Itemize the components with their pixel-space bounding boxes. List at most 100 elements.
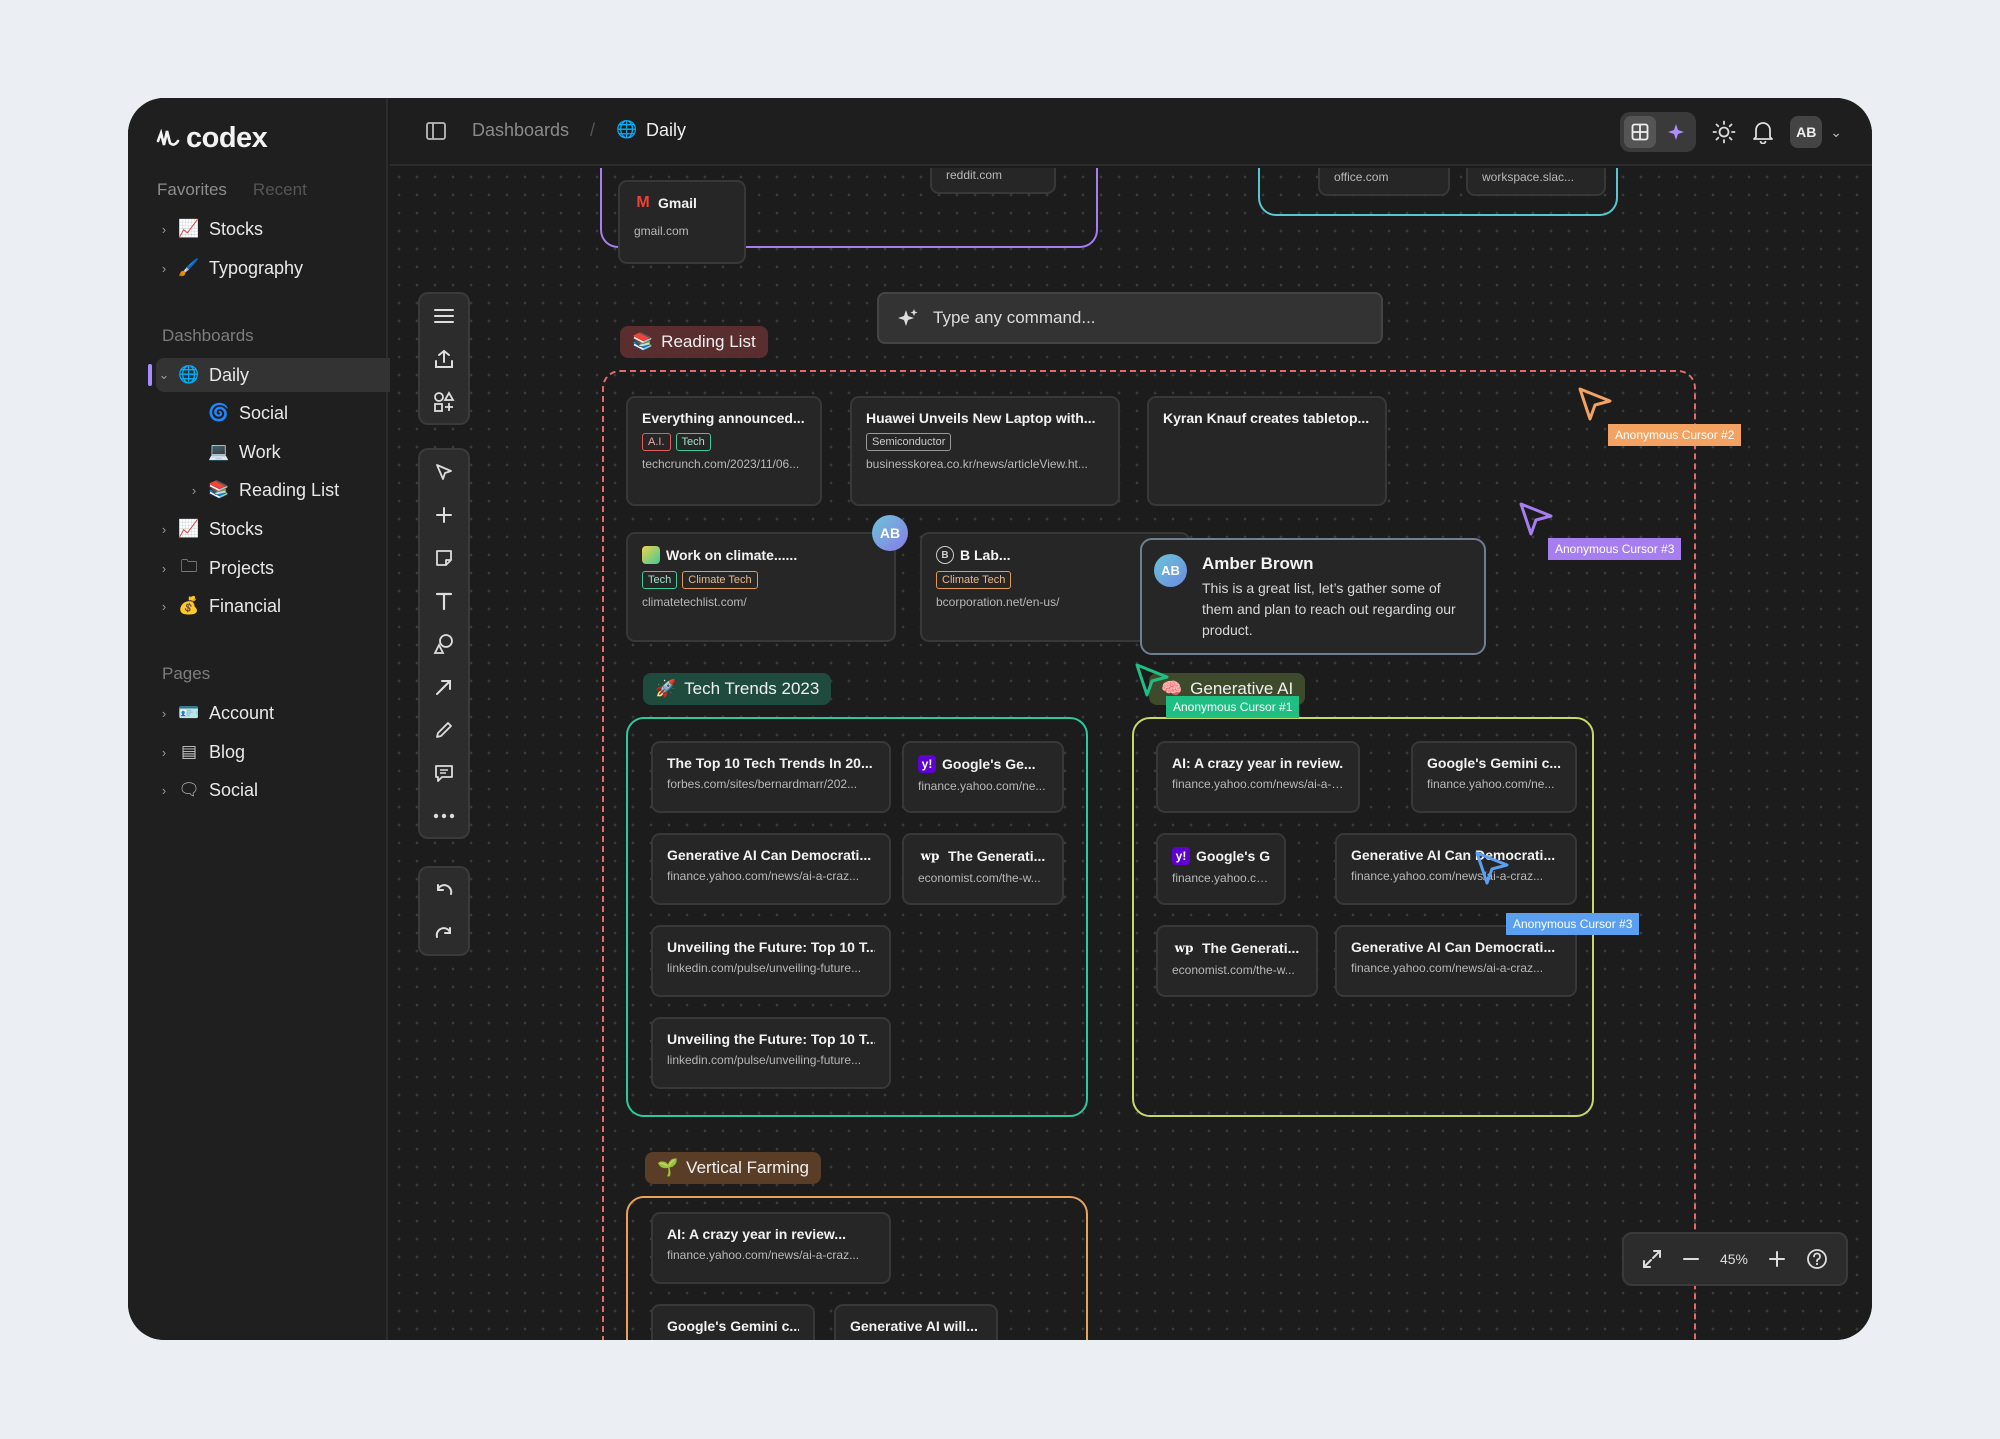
tab-recent[interactable]: Recent: [252, 180, 307, 199]
chevron-right-icon[interactable]: ›: [191, 482, 197, 498]
card-url: economist.com/the-w...: [918, 871, 1041, 885]
bookmark-card[interactable]: Generative AI Can Democrati... finance.y…: [1335, 833, 1577, 905]
tag[interactable]: Climate Tech: [936, 571, 1012, 589]
command-input[interactable]: Type any command...: [877, 292, 1383, 344]
pen-tool[interactable]: [420, 708, 468, 751]
chevron-right-icon[interactable]: ›: [161, 782, 167, 798]
frame-tech-trends[interactable]: [626, 717, 1088, 1117]
presence-avatar[interactable]: AB: [872, 515, 908, 551]
breadcrumb-dashboards[interactable]: Dashboards: [472, 120, 570, 140]
frame-top-right[interactable]: [1258, 168, 1618, 216]
sidebar-item-financial[interactable]: › 💰 Financial: [156, 589, 281, 623]
bookmark-card-slack[interactable]: workspace.slac...: [1466, 168, 1606, 196]
redo-button[interactable]: [420, 911, 468, 954]
chevron-right-icon[interactable]: ›: [161, 560, 167, 576]
frame-label-vertical-farming[interactable]: 🌱 Vertical Farming: [645, 1152, 821, 1184]
zoom-out-icon[interactable]: [1682, 1250, 1700, 1268]
sidebar-item-daily[interactable]: ⌄ 🌐 Daily: [156, 358, 398, 392]
sidebar-item-social-dash[interactable]: 🌀 Social: [208, 396, 288, 430]
chevron-right-icon[interactable]: ›: [161, 744, 167, 760]
sidebar-item-blog[interactable]: › ▤ Blog: [156, 735, 245, 769]
add-tool[interactable]: [420, 493, 468, 536]
grid-view-button[interactable]: [1624, 116, 1657, 148]
card-url: finance.yahoo.com/news/ai-a-craz...: [667, 1248, 860, 1262]
breadcrumb-daily[interactable]: Daily: [646, 120, 687, 140]
tab-favorites[interactable]: Favorites: [157, 180, 227, 199]
bookmark-card[interactable]: AI: A crazy year in review... finance.ya…: [651, 1212, 891, 1284]
bookmark-card[interactable]: Kyran Knauf creates tabletop...: [1147, 396, 1387, 506]
sidebar-item-social[interactable]: › 🗨 Social: [156, 773, 258, 807]
dashboards-heading: Dashboards: [162, 326, 254, 345]
bookmark-card[interactable]: Unveiling the Future: Top 10 T... linked…: [651, 925, 891, 997]
frame-label-tech-trends[interactable]: 🚀 Tech Trends 2023: [643, 673, 832, 705]
bookmark-card[interactable]: y!Google's Ge... finance.yahoo.com/ne...: [1156, 833, 1286, 905]
comment-popover[interactable]: AB Amber Brown This is a great list, let…: [1140, 538, 1486, 655]
bookmark-card[interactable]: Google's Gemini c... finance.yahoo.com/n…: [1411, 741, 1577, 813]
sidebar-item-account[interactable]: › 🪪 Account: [156, 696, 274, 730]
text-tool[interactable]: [420, 579, 468, 622]
bookmark-card[interactable]: Everything announced... A.I. Tech techcr…: [626, 396, 822, 506]
bookmark-card-office[interactable]: office.com: [1318, 168, 1450, 196]
sidebar-item-typography[interactable]: › 🖌️ Typography: [156, 251, 303, 285]
zoom-in-icon[interactable]: [1768, 1250, 1786, 1268]
swirl-icon: 🌀: [208, 403, 230, 422]
chevron-right-icon[interactable]: ›: [161, 598, 167, 614]
bookmark-card[interactable]: Google's Gemini c...: [651, 1304, 815, 1340]
bookmark-card[interactable]: Huawei Unveils New Laptop with... Semico…: [850, 396, 1120, 506]
undo-button[interactable]: [420, 868, 468, 911]
bookmark-card[interactable]: Generative AI Can Democrati... finance.y…: [651, 833, 891, 905]
sun-icon[interactable]: [1712, 120, 1736, 144]
bookmark-card[interactable]: Unveiling the Future: Top 10 T... linked…: [651, 1017, 891, 1089]
sidebar-item-work[interactable]: 💻 Work: [208, 435, 280, 469]
brand-logo[interactable]: codex: [156, 122, 268, 155]
sidebar-item-reading-list[interactable]: › 📚 Reading List: [186, 473, 339, 507]
select-tool[interactable]: [420, 450, 468, 493]
comment-tool[interactable]: [420, 751, 468, 794]
bookmark-card[interactable]: AI: A crazy year in review... finance.ya…: [1156, 741, 1360, 813]
chevron-right-icon[interactable]: ›: [161, 705, 167, 721]
sidebar-toggle-icon[interactable]: [426, 122, 446, 140]
bell-icon[interactable]: [1752, 120, 1774, 144]
bookmark-card[interactable]: Generative AI will...: [834, 1304, 998, 1340]
chevron-down-icon[interactable]: ⌄: [1830, 123, 1842, 140]
books-icon: 📚: [208, 480, 230, 499]
frame-vertical-farming[interactable]: [626, 1196, 1088, 1340]
tag[interactable]: Semiconductor: [866, 433, 952, 451]
shapes-library-tool[interactable]: [420, 380, 468, 423]
chevron-down-icon[interactable]: ⌄: [158, 367, 170, 382]
chevron-right-icon[interactable]: ›: [161, 521, 167, 537]
ai-sparkle-button[interactable]: [1660, 116, 1692, 148]
bookmark-card[interactable]: Generative AI Can Democrati... finance.y…: [1335, 925, 1577, 997]
bookmark-card[interactable]: y!Google's Ge... finance.yahoo.com/ne...: [902, 741, 1064, 813]
more-tools[interactable]: [420, 794, 468, 837]
bookmark-card[interactable]: The Top 10 Tech Trends In 20... forbes.c…: [651, 741, 891, 813]
frame-reading-list[interactable]: [602, 370, 1696, 1340]
tag[interactable]: A.I.: [642, 433, 671, 451]
chevron-right-icon[interactable]: ›: [161, 221, 167, 237]
sticky-note-tool[interactable]: [420, 536, 468, 579]
bookmark-card[interactable]: Work on climate...... Tech Climate Tech …: [626, 532, 896, 642]
card-url: finance.yahoo.com/ne...: [918, 779, 1046, 793]
expand-icon[interactable]: [1642, 1249, 1662, 1269]
tag[interactable]: Tech: [642, 571, 678, 589]
frame-top-left[interactable]: [600, 168, 1098, 248]
help-icon[interactable]: [1806, 1248, 1828, 1270]
chevron-right-icon[interactable]: ›: [161, 260, 167, 276]
menu-tool[interactable]: [420, 294, 468, 337]
sidebar-item-stocks[interactable]: › 📈 Stocks: [156, 512, 263, 546]
frame-label-reading-list[interactable]: 📚 Reading List: [620, 326, 768, 358]
sidebar-item-stocks-fav[interactable]: › 📈 Stocks: [156, 212, 263, 246]
sidebar-item-projects[interactable]: › 🗀 Projects: [156, 551, 274, 585]
tag[interactable]: Tech: [675, 433, 711, 451]
tag[interactable]: Climate Tech: [682, 571, 758, 589]
shape-tool[interactable]: [420, 622, 468, 665]
bookmark-card-reddit[interactable]: reddit.com: [930, 168, 1056, 194]
user-avatar[interactable]: AB: [1790, 116, 1823, 148]
sparkle-icon: [1668, 124, 1685, 140]
arrow-tool[interactable]: [420, 665, 468, 708]
export-tool[interactable]: [420, 337, 468, 380]
